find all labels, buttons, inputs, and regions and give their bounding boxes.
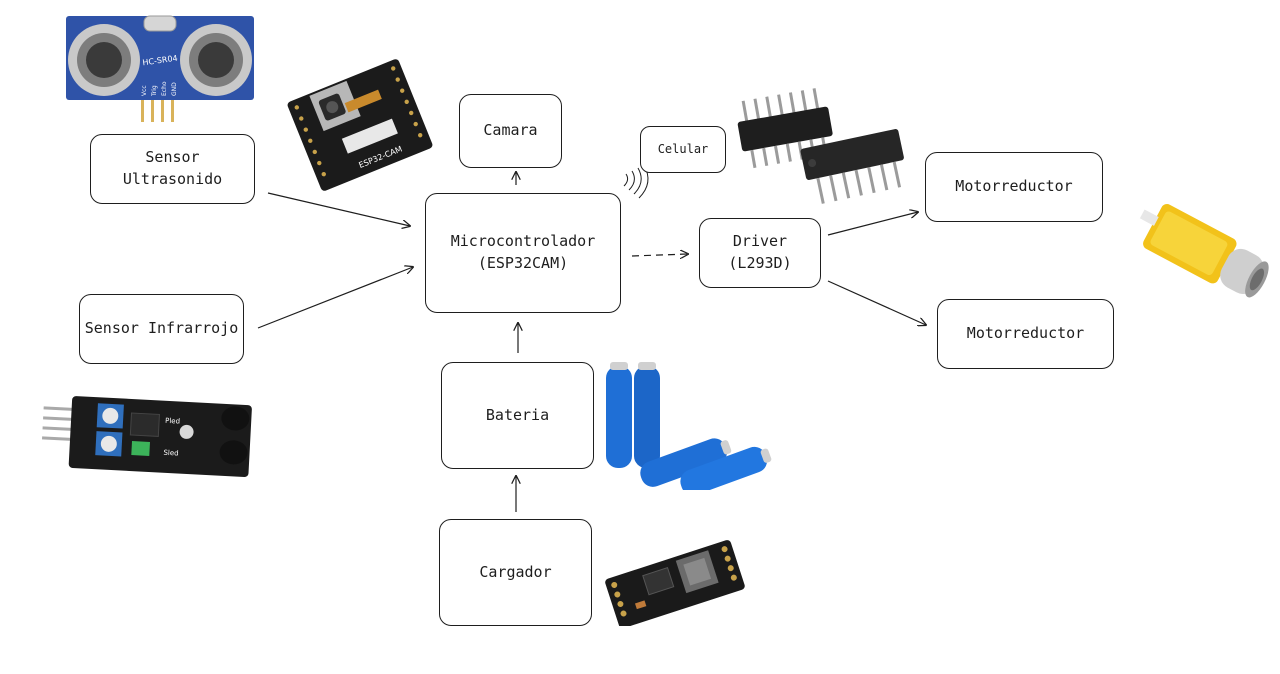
celular-box: Celular: [640, 126, 726, 173]
ir-sled-label: Sled: [163, 449, 179, 458]
arrow-ultrasonido-to-micro: [267, 192, 410, 226]
ultrasonic-sensor-image: HC-SR04 Vcc Trig Echo GND: [66, 15, 254, 122]
bateria-box: Bateria: [441, 362, 594, 469]
ultrasonic-pin-gnd: GND: [171, 82, 178, 96]
sensor-infrarrojo-box: Sensor Infrarrojo: [79, 294, 244, 364]
motorreductor-2-box: Motorreductor: [937, 299, 1114, 369]
battery-cells-image: [606, 362, 772, 490]
arrow-micro-to-driver: [631, 254, 688, 256]
arrow-infrarrojo-to-micro: [257, 267, 413, 329]
microcontrolador-box: Microcontrolador (ESP32CAM): [425, 193, 621, 313]
esp32cam-image: ESP32-CAM: [287, 59, 433, 191]
camara-box: Camara: [459, 94, 562, 168]
gear-motor-image: [1139, 204, 1269, 298]
l293d-chip-image: [737, 88, 904, 204]
ultrasonic-pin-vcc: Vcc: [141, 85, 148, 96]
infrared-sensor-image: Pled Sled: [41, 396, 252, 477]
ultrasonic-pin-echo: Echo: [161, 81, 168, 96]
arrow-driver-to-motor-2: [827, 280, 926, 325]
ultrasonic-pin-trig: Trig: [151, 85, 158, 97]
ir-pled-label: Pled: [165, 417, 180, 426]
driver-box: Driver (L293D): [699, 218, 821, 288]
motorreductor-1-box: Motorreductor: [925, 152, 1103, 222]
cargador-box: Cargador: [439, 519, 592, 626]
sensor-ultrasonido-box: Sensor Ultrasonido: [90, 134, 255, 204]
arrow-driver-to-motor-1: [827, 212, 918, 236]
charger-module-image: [605, 540, 745, 626]
